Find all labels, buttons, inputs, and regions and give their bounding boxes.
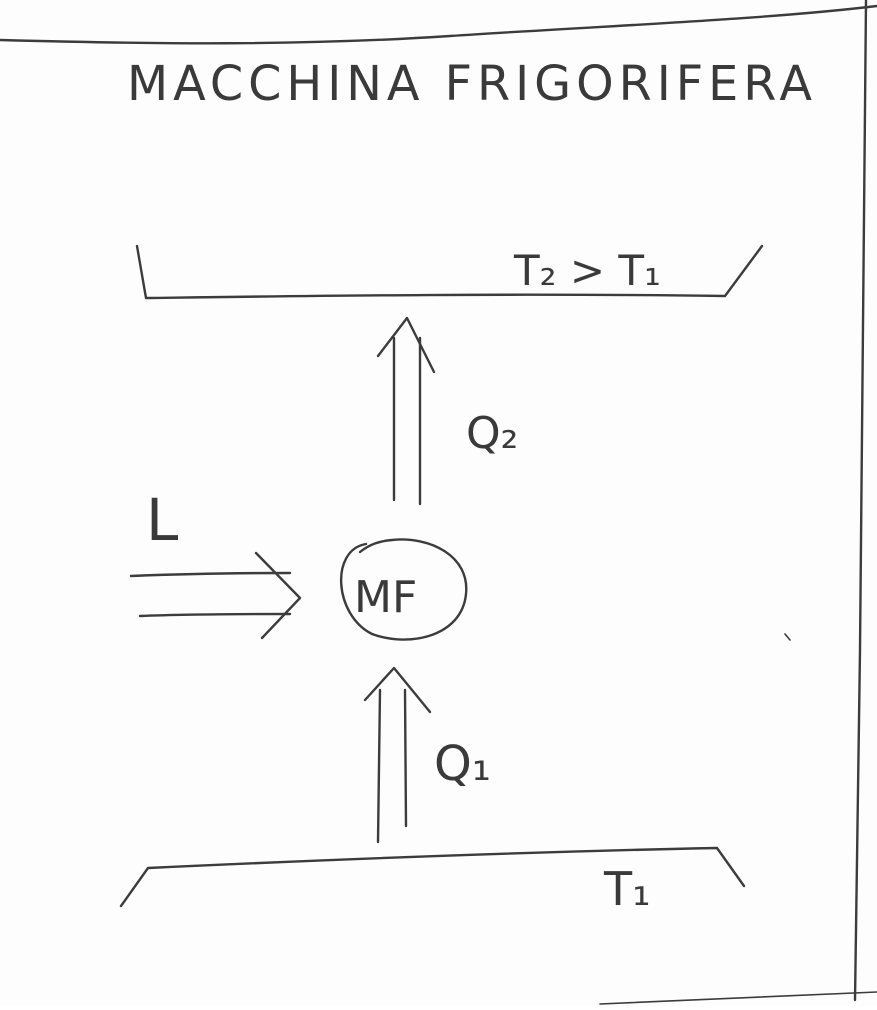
work-label: L (146, 486, 178, 554)
heat-in-label: Q₁ (434, 736, 491, 792)
page-right-border (853, 0, 868, 1002)
cold-reservoir-line (119, 846, 746, 908)
page-top-border (0, 4, 877, 45)
hot-reservoir-line (135, 244, 764, 300)
heat-out-label: Q₂ (466, 408, 518, 459)
work-arrow (129, 551, 302, 640)
diagram-title: MACCHINA FRIGORIFERA (127, 56, 817, 112)
hot-reservoir-label: T₂ > T₁ (513, 246, 661, 295)
machine-circle (339, 538, 468, 641)
heat-in-arrow (363, 666, 432, 844)
stray-mark (784, 633, 791, 641)
page-bottom-border (599, 991, 877, 1005)
machine-node: MF (339, 538, 468, 641)
heat-out-arrow (376, 316, 436, 506)
cold-reservoir-label: T₁ (603, 862, 651, 916)
machine-label: MF (354, 572, 417, 623)
